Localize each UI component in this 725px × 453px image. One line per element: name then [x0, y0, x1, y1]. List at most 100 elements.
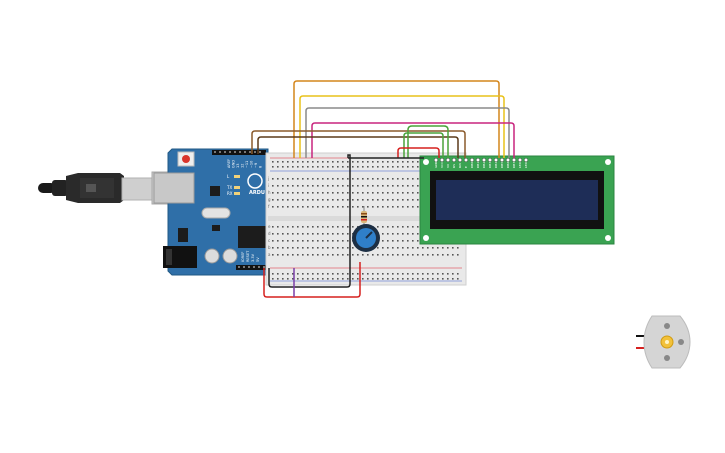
breadboard-hole[interactable] — [332, 185, 334, 187]
breadboard-hole[interactable] — [392, 226, 394, 228]
breadboard-hole[interactable] — [317, 226, 319, 228]
breadboard-hole[interactable] — [347, 178, 349, 180]
breadboard-hole[interactable] — [372, 273, 374, 275]
breadboard-hole[interactable] — [377, 166, 379, 168]
breadboard-hole[interactable] — [457, 273, 459, 275]
breadboard-hole[interactable] — [387, 185, 389, 187]
breadboard-hole[interactable] — [397, 161, 399, 163]
breadboard-hole[interactable] — [292, 166, 294, 168]
breadboard-hole[interactable] — [272, 247, 274, 249]
breadboard-hole[interactable] — [407, 166, 409, 168]
breadboard-hole[interactable] — [272, 233, 274, 235]
breadboard-hole[interactable] — [402, 278, 404, 280]
breadboard-hole[interactable] — [337, 161, 339, 163]
breadboard-hole[interactable] — [407, 192, 409, 194]
breadboard-hole[interactable] — [292, 161, 294, 163]
breadboard-hole[interactable] — [437, 278, 439, 280]
breadboard-hole[interactable] — [302, 178, 304, 180]
breadboard-hole[interactable] — [277, 166, 279, 168]
breadboard-hole[interactable] — [417, 233, 419, 235]
breadboard-hole[interactable] — [312, 206, 314, 208]
breadboard-hole[interactable] — [427, 273, 429, 275]
breadboard-hole[interactable] — [292, 199, 294, 201]
breadboard-hole[interactable] — [282, 247, 284, 249]
breadboard-hole[interactable] — [327, 247, 329, 249]
breadboard-hole[interactable] — [277, 161, 279, 163]
breadboard-hole[interactable] — [407, 233, 409, 235]
breadboard-hole[interactable] — [272, 199, 274, 201]
breadboard-hole[interactable] — [272, 206, 274, 208]
breadboard-hole[interactable] — [457, 278, 459, 280]
breadboard-hole[interactable] — [317, 161, 319, 163]
breadboard-hole[interactable] — [277, 273, 279, 275]
breadboard-hole[interactable] — [292, 240, 294, 242]
breadboard-hole[interactable] — [422, 278, 424, 280]
breadboard-hole[interactable] — [412, 161, 414, 163]
breadboard-hole[interactable] — [307, 226, 309, 228]
breadboard-hole[interactable] — [417, 273, 419, 275]
breadboard-hole[interactable] — [332, 178, 334, 180]
breadboard-hole[interactable] — [347, 233, 349, 235]
breadboard-hole[interactable] — [392, 247, 394, 249]
breadboard-hole[interactable] — [422, 273, 424, 275]
breadboard-hole[interactable] — [327, 273, 329, 275]
breadboard-hole[interactable] — [352, 226, 354, 228]
breadboard-hole[interactable] — [287, 206, 289, 208]
breadboard-hole[interactable] — [402, 206, 404, 208]
breadboard-hole[interactable] — [307, 247, 309, 249]
breadboard-hole[interactable] — [277, 199, 279, 201]
breadboard-hole[interactable] — [332, 254, 334, 256]
breadboard-hole[interactable] — [352, 199, 354, 201]
breadboard-hole[interactable] — [282, 161, 284, 163]
breadboard-hole[interactable] — [302, 199, 304, 201]
wire-orange[interactable] — [293, 80, 500, 158]
breadboard-hole[interactable] — [337, 192, 339, 194]
breadboard-hole[interactable] — [397, 233, 399, 235]
breadboard-hole[interactable] — [312, 199, 314, 201]
breadboard-hole[interactable] — [317, 206, 319, 208]
breadboard-hole[interactable] — [347, 273, 349, 275]
breadboard-hole[interactable] — [372, 206, 374, 208]
breadboard-hole[interactable] — [357, 166, 359, 168]
wire-magenta[interactable] — [311, 122, 515, 158]
breadboard-hole[interactable] — [312, 161, 314, 163]
breadboard-hole[interactable] — [342, 254, 344, 256]
breadboard-hole[interactable] — [297, 278, 299, 280]
breadboard-hole[interactable] — [447, 278, 449, 280]
breadboard-hole[interactable] — [277, 240, 279, 242]
breadboard-hole[interactable] — [367, 192, 369, 194]
breadboard-hole[interactable] — [442, 247, 444, 249]
breadboard-hole[interactable] — [307, 254, 309, 256]
breadboard-hole[interactable] — [337, 226, 339, 228]
breadboard-hole[interactable] — [347, 166, 349, 168]
breadboard-hole[interactable] — [292, 178, 294, 180]
breadboard-hole[interactable] — [297, 240, 299, 242]
breadboard-hole[interactable] — [347, 240, 349, 242]
breadboard-hole[interactable] — [297, 166, 299, 168]
breadboard-hole[interactable] — [327, 254, 329, 256]
breadboard-hole[interactable] — [397, 247, 399, 249]
breadboard-hole[interactable] — [312, 178, 314, 180]
breadboard-hole[interactable] — [382, 278, 384, 280]
breadboard-hole[interactable] — [442, 278, 444, 280]
breadboard-hole[interactable] — [327, 185, 329, 187]
lcd-pin[interactable] — [458, 157, 463, 162]
breadboard-hole[interactable] — [347, 206, 349, 208]
breadboard-hole[interactable] — [392, 240, 394, 242]
breadboard-hole[interactable] — [402, 233, 404, 235]
lcd-pin[interactable] — [452, 157, 457, 162]
breadboard-hole[interactable] — [432, 273, 434, 275]
breadboard-hole[interactable] — [282, 278, 284, 280]
breadboard-hole[interactable] — [397, 178, 399, 180]
breadboard-hole[interactable] — [302, 247, 304, 249]
breadboard-hole[interactable] — [382, 185, 384, 187]
wire-red-top[interactable] — [397, 147, 440, 158]
breadboard-hole[interactable] — [397, 240, 399, 242]
breadboard-hole[interactable] — [322, 192, 324, 194]
breadboard-hole[interactable] — [447, 273, 449, 275]
wire-green[interactable] — [407, 125, 449, 158]
breadboard-hole[interactable] — [307, 273, 309, 275]
breadboard-hole[interactable] — [397, 226, 399, 228]
breadboard-hole[interactable] — [402, 199, 404, 201]
